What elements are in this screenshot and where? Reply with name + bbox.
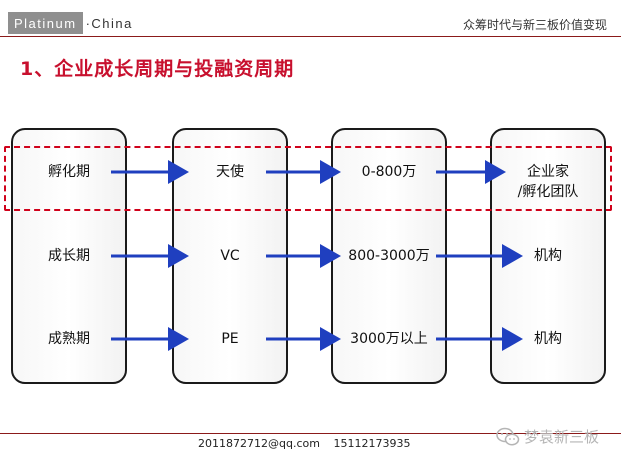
stage-label: 孵化期 — [48, 164, 90, 180]
highlight-dashed-box — [4, 146, 612, 211]
stage-label: 成长期 — [48, 248, 90, 264]
slide-title: 1、企业成长周期与投融资周期 — [20, 58, 295, 80]
header-divider — [0, 36, 621, 37]
investor-label: 天使 — [216, 164, 244, 180]
logo: Platinum ·China — [8, 12, 162, 34]
exit-label-line2: /孵化团队 — [517, 184, 579, 200]
amount-label: 800-3000万 — [348, 248, 430, 264]
header-title: 众筹时代与新三板价值变现 — [462, 18, 607, 32]
watermark: 梦袁新三板 — [496, 426, 599, 447]
footer-phone: 15112173935 — [333, 437, 411, 450]
amount-label: 3000万以上 — [350, 331, 428, 347]
logo-right: ·China — [85, 15, 133, 31]
footer-divider — [0, 433, 621, 434]
investor-label: PE — [221, 331, 239, 347]
exit-label: 企业家 /孵化团队 — [518, 162, 579, 202]
stage-label: 成熟期 — [48, 331, 90, 347]
exit-label: 机构 — [534, 331, 562, 347]
amount-label: 0-800万 — [361, 164, 417, 180]
wechat-icon — [496, 427, 520, 445]
column-stage — [11, 128, 127, 384]
exit-label: 机构 — [534, 248, 562, 264]
exit-label-line1: 企业家 — [527, 164, 569, 180]
investor-label: VC — [220, 248, 240, 264]
footer-email: 2011872712@qq.com — [198, 437, 320, 450]
watermark-text: 梦袁新三板 — [523, 428, 599, 446]
footer-contact: 2011872712@qq.com 15112173935 — [198, 437, 410, 450]
logo-left: Platinum — [8, 12, 83, 34]
